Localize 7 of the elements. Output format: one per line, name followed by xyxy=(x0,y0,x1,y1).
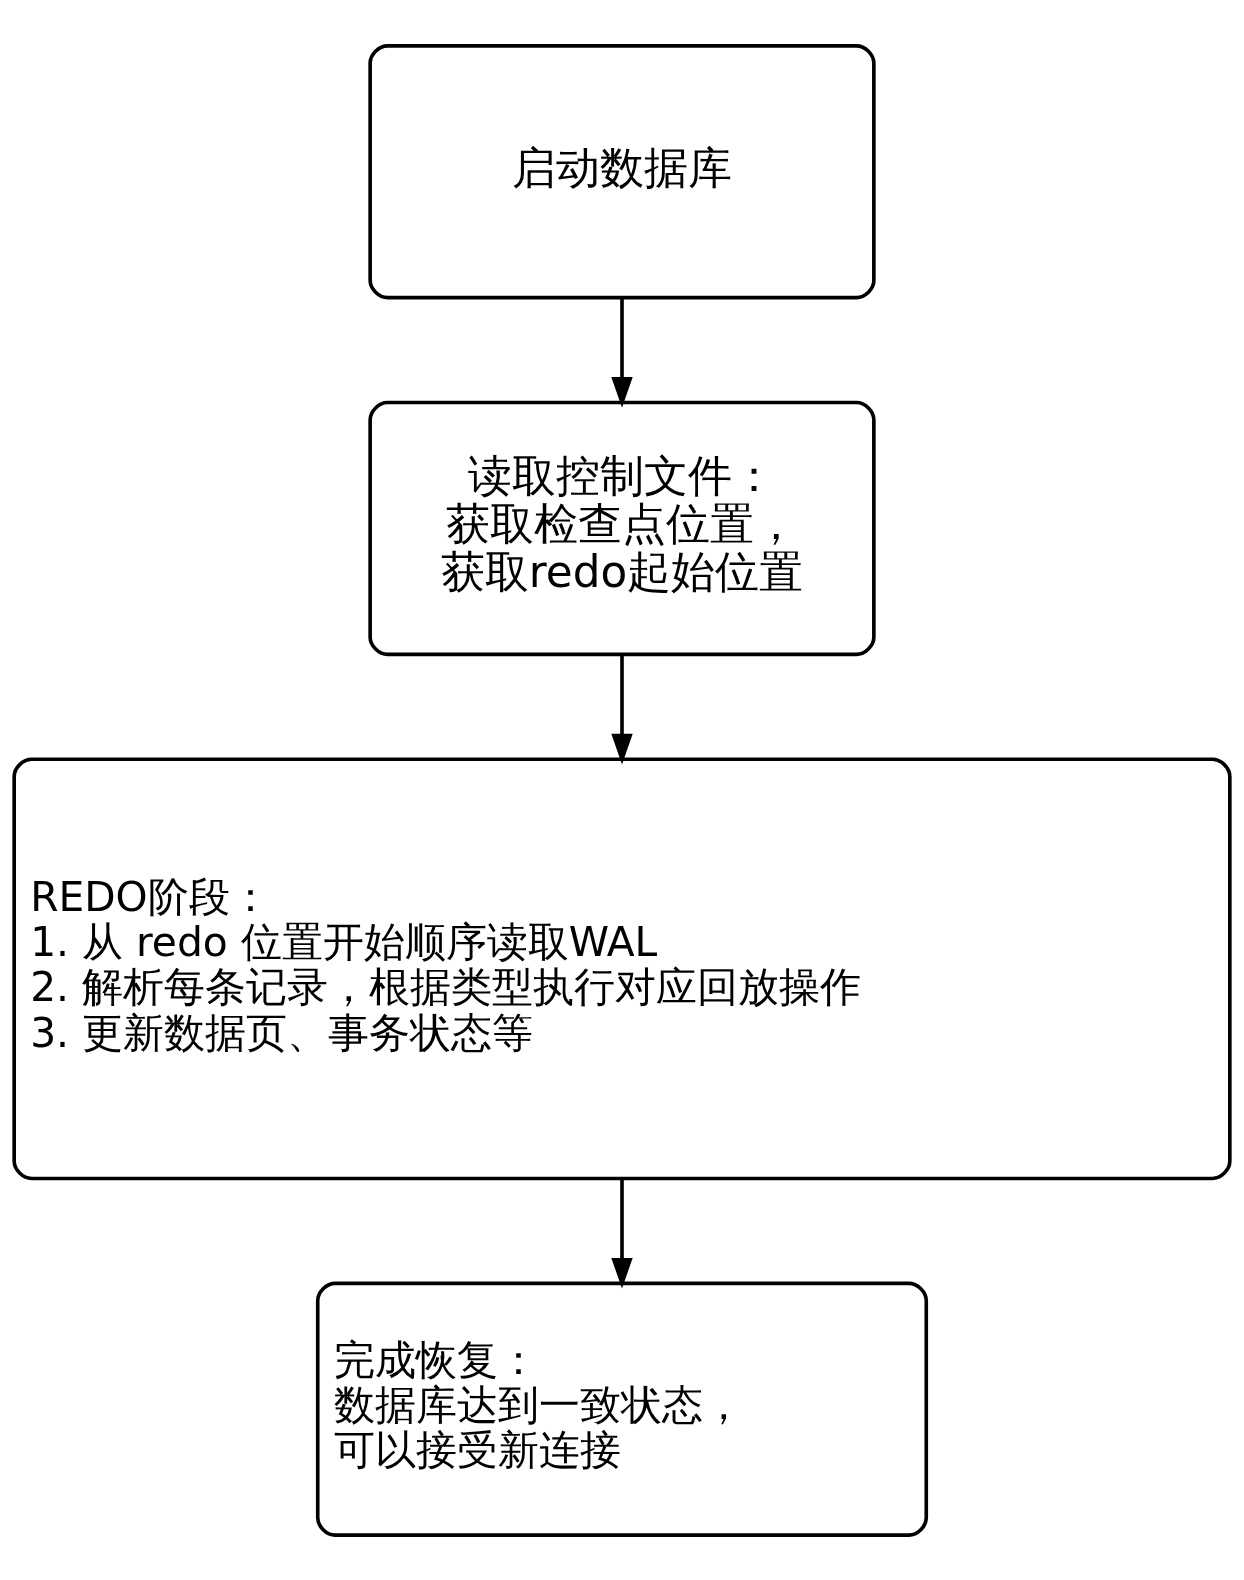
node-box: 启动数据库 xyxy=(368,43,876,299)
node-box: REDO阶段： 1. 从 redo 位置开始顺序读取WAL 2. 解析每条记录，根据类型执行对应回放操作 3. 更新数据页、事务状态等 xyxy=(12,756,1232,1180)
node-box: 完成恢复： 数据库达到一致状态， 可以接受新连接 xyxy=(315,1281,929,1537)
node-box: 读取控制文件： 获取检查点位置， 获取redo起始位置 xyxy=(368,400,876,656)
arrow xyxy=(611,297,633,408)
arrow xyxy=(611,1178,633,1289)
arrow xyxy=(611,654,633,764)
